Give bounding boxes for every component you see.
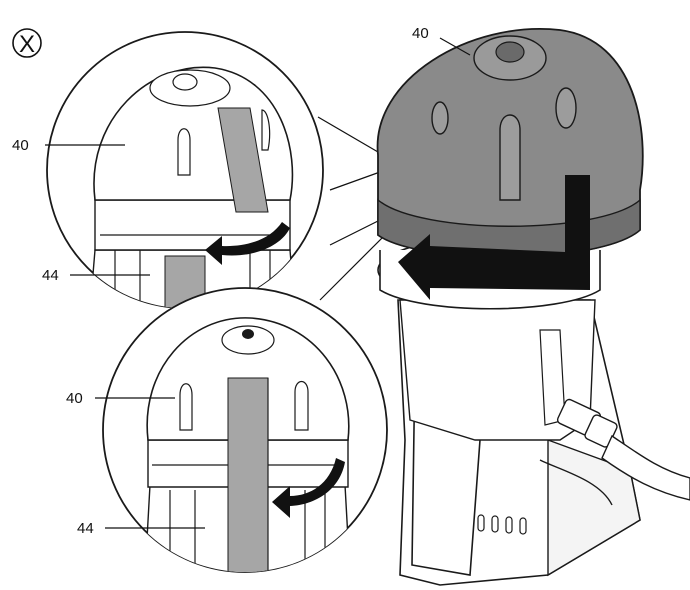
detail-circle-bottom: 40 44 bbox=[66, 287, 388, 573]
detail-circle-top: 40 44 bbox=[12, 31, 324, 309]
step-marker-letter: X bbox=[19, 31, 35, 58]
rotate-arrow bbox=[398, 175, 590, 300]
cover-slot-left bbox=[431, 101, 449, 135]
hose-connector bbox=[556, 398, 690, 501]
detail-top-cover-label: 40 bbox=[12, 137, 29, 154]
detail-bottom-cover-label: 40 bbox=[66, 390, 83, 407]
cover-slot-front bbox=[499, 114, 521, 201]
step-marker: X bbox=[12, 28, 42, 58]
alignment-mark-top bbox=[217, 107, 269, 213]
alignment-mark-bottom bbox=[227, 377, 269, 572]
detail-top-arrow bbox=[205, 222, 290, 265]
detail-bottom-base-label: 44 bbox=[77, 520, 94, 537]
detail-bottom-arrow bbox=[272, 458, 345, 518]
cover-slot-right bbox=[555, 87, 577, 129]
main-cover-label: 40 bbox=[412, 25, 429, 42]
detail-top-base-label: 44 bbox=[42, 267, 59, 284]
main-unit: 40 bbox=[376, 25, 690, 586]
detail-connector-lines bbox=[317, 116, 383, 301]
power-cable bbox=[539, 459, 613, 506]
